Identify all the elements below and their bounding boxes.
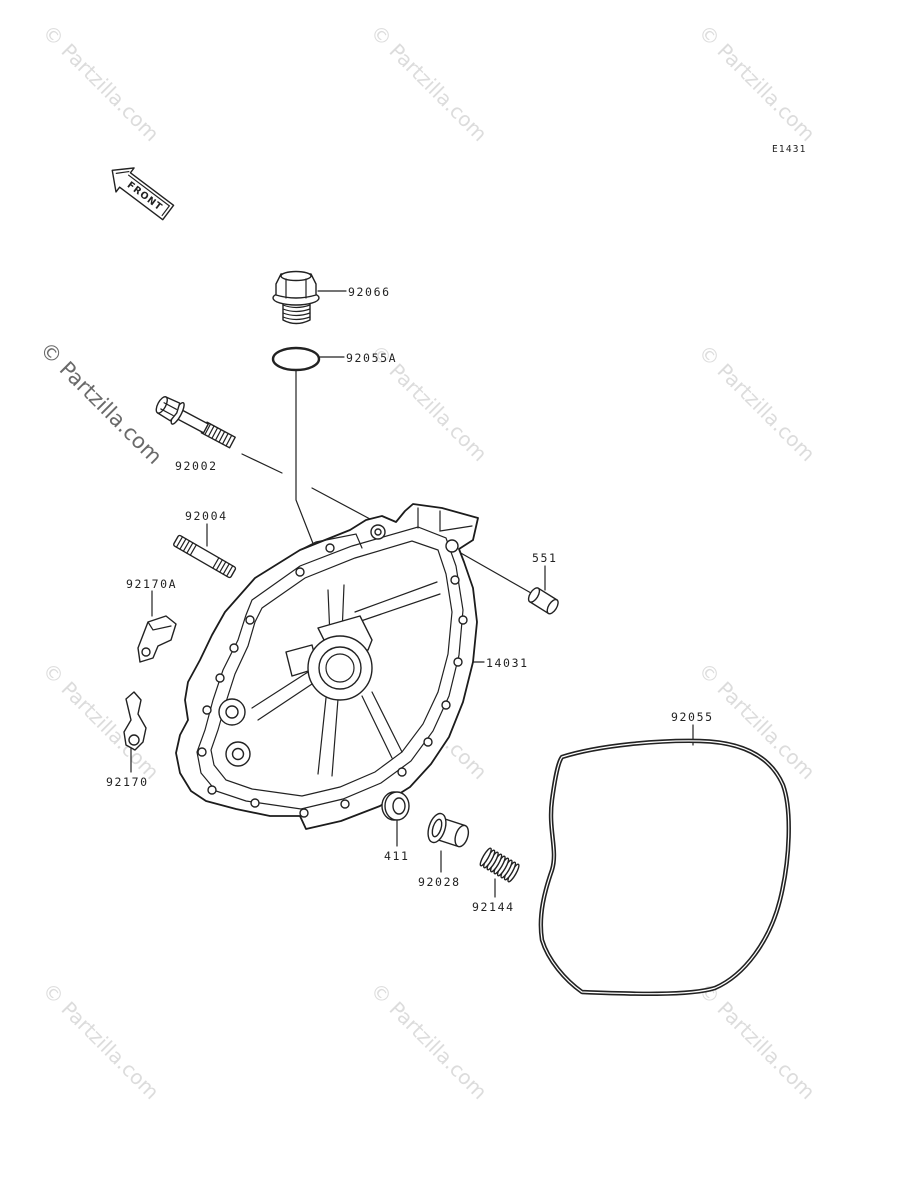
callout-label[interactable]: 551 xyxy=(532,551,558,565)
callout-label[interactable]: 92004 xyxy=(185,509,228,523)
callout-label[interactable]: 14031 xyxy=(486,656,529,670)
cover-gasket xyxy=(538,738,791,996)
callout-label[interactable]: 92028 xyxy=(418,875,461,889)
callout-label[interactable]: 92170A xyxy=(126,577,177,591)
spring xyxy=(479,847,520,883)
watermark-text: © Partzilla.com xyxy=(38,658,164,784)
clamp xyxy=(137,615,177,663)
callout-label[interactable]: 92055 xyxy=(671,710,714,724)
callout-label[interactable]: 92144 xyxy=(472,900,515,914)
callout-label[interactable]: 92002 xyxy=(175,459,218,473)
flange-bolt xyxy=(155,396,236,449)
oil-seal xyxy=(381,791,410,821)
watermark-text: © Partzilla.com xyxy=(38,20,164,146)
watermark-text: © Partzilla.com xyxy=(366,20,492,146)
clamp xyxy=(123,691,147,751)
watermark-text: © Partzilla.com xyxy=(38,978,164,1104)
watermark-text: © Partzilla.com xyxy=(694,978,820,1104)
front-arrow-icon: FRONT xyxy=(111,167,175,221)
stud-bolt xyxy=(173,534,237,579)
alignment-line xyxy=(295,370,315,547)
watermark-text: © Partzilla.com xyxy=(35,337,167,469)
callout-label[interactable]: 92170 xyxy=(106,775,149,789)
diagram-code: E1431 xyxy=(772,144,807,155)
alignment-line xyxy=(241,453,283,474)
dowel-pin xyxy=(527,587,559,615)
filler-plug xyxy=(272,270,320,325)
watermark-text: © Partzilla.com xyxy=(694,20,820,146)
callout-label[interactable]: 92055A xyxy=(346,351,397,365)
watermark-text: © Partzilla.com xyxy=(694,340,820,466)
o-ring xyxy=(271,346,321,372)
alignment-line xyxy=(458,551,532,594)
alignment-line xyxy=(311,487,371,520)
watermark-text: © Partzilla.com xyxy=(366,978,492,1104)
callout-labels: 92066 92055A 92002 92004 551 92170A 1403… xyxy=(106,285,714,914)
engine-cover xyxy=(175,503,479,830)
callout-label[interactable]: 92066 xyxy=(348,285,391,299)
collar xyxy=(427,812,470,848)
callout-label[interactable]: 411 xyxy=(384,849,410,863)
